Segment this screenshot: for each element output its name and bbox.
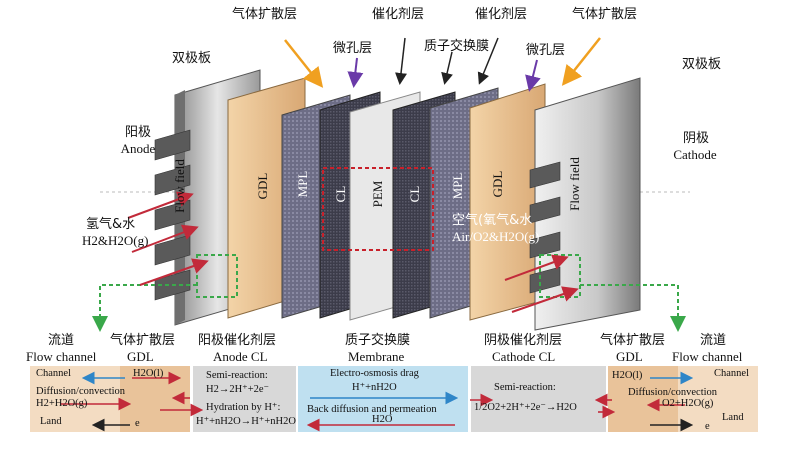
mem-hnh2o: H⁺+nH2O — [352, 382, 397, 393]
layer-pem: PEM — [370, 180, 385, 208]
layer-gdl-left: GDL — [255, 172, 270, 200]
hdr-cathode-cl-cn: 阴极催化剂层 — [484, 333, 563, 348]
rp-channel: Channel — [714, 368, 749, 379]
label-cathode-en: Cathode — [673, 147, 717, 162]
gdl-right-pointer — [561, 37, 601, 86]
lp-h2o-l: H2O(l) — [133, 368, 164, 379]
label-cl-top2: 催化剂层 — [475, 7, 528, 22]
ccl-semi: Semi-reaction: — [494, 382, 556, 393]
acl-semi: Semi-reaction: — [206, 370, 268, 381]
green-zoom-connectors — [92, 254, 686, 332]
layer-mpl-right: MPL — [450, 172, 465, 200]
hdr-membrane-cn: 质子交换膜 — [345, 333, 411, 348]
rp-land: Land — [722, 412, 744, 423]
lp-land: Land — [40, 416, 62, 427]
hdr-flow-left-cn: 流道 — [48, 333, 75, 348]
label-air-cn: 空气(氧气&水 — [452, 213, 533, 228]
label-anode-en: Anode — [120, 141, 156, 156]
label-h2-en: H2&H2O(g) — [82, 233, 149, 248]
right-gdl-area — [608, 366, 678, 432]
label-gdl-left: 气体扩散层 — [232, 7, 298, 22]
cl-pointer — [395, 37, 407, 85]
hdr-gdl-left-en: GDL — [127, 349, 154, 364]
hydrogen-inflow-arrows — [127, 191, 209, 286]
ccl-eq: 1/2O2+2H⁺+2e⁻→H2O — [474, 402, 577, 413]
rp-e: e — [705, 421, 710, 432]
mem-drag: Electro-osmosis drag — [330, 368, 419, 379]
gdl-left-pointer — [284, 39, 324, 88]
label-pem-top: 质子交换膜 — [424, 39, 490, 54]
mpl-right-pointer — [525, 59, 541, 92]
hdr-flow-right-en: Flow channel — [672, 349, 743, 364]
rp-h2o-l: H2O(l) — [612, 370, 643, 381]
hdr-gdl-right-cn: 气体扩散层 — [600, 333, 666, 348]
hdr-flow-right-cn: 流道 — [700, 333, 727, 348]
acl-hydration: Hydration by H⁺: — [206, 402, 281, 413]
label-h2-cn: 氢气&水 — [86, 217, 136, 232]
label-mpl-right: 微孔层 — [526, 43, 566, 58]
pem-pointer — [441, 51, 453, 85]
layer-mpl-left: MPL — [295, 170, 310, 198]
layer-flow-left: Flow field — [172, 159, 187, 213]
label-gdl-right: 气体扩散层 — [572, 7, 638, 22]
acl-eq2: H⁺+nH2O→H⁺+nH2O — [196, 416, 296, 427]
mpl-left-pointer — [347, 57, 364, 88]
bottom-flow-arrows — [60, 371, 694, 432]
hdr-membrane-en: Membrane — [348, 349, 405, 364]
left-channel-area — [30, 366, 120, 432]
label-air-en: Air/O2&H2O(g) — [452, 229, 540, 244]
acl-eq1: H2→2H⁺+2e⁻ — [206, 384, 270, 395]
right-bipolar-plate — [529, 77, 641, 331]
label-cathode-cn: 阴极 — [682, 131, 709, 146]
label-mpl-left: 微孔层 — [333, 41, 373, 56]
hdr-cathode-cl-en: Cathode CL — [492, 349, 556, 364]
layer-gdl-right: GDL — [490, 170, 505, 198]
layer-flow-right: Flow field — [567, 157, 582, 211]
rp-o2-h2o: O2+H2O(g) — [662, 398, 714, 409]
hdr-gdl-left-cn: 气体扩散层 — [110, 333, 176, 348]
lp-diffusion: Diffusion/convection — [36, 386, 126, 397]
cathode-cl-panel — [471, 366, 606, 432]
mem-back: Back diffusion and permeation — [307, 404, 437, 415]
lp-h2-h2o: H2+H2O(g) — [36, 398, 88, 409]
hdr-flow-left-en: Flow channel — [26, 349, 97, 364]
anode-cl-panel — [193, 366, 296, 432]
rp-diffusion: Diffusion/convection — [628, 387, 718, 398]
air-inflow-arrows — [504, 254, 579, 313]
label-bipolar-right: 双极板 — [682, 57, 722, 72]
hdr-gdl-right-en: GDL — [616, 349, 643, 364]
mem-h2o: H2O — [372, 414, 393, 425]
hdr-anode-cl-cn: 阳极催化剂层 — [198, 333, 277, 348]
layer-cl-left: CL — [333, 185, 348, 203]
label-anode-cn: 阳极 — [124, 125, 151, 140]
label-cl-top: 催化剂层 — [372, 7, 425, 22]
lp-e: e — [135, 418, 140, 429]
membrane-panel — [298, 366, 468, 432]
hdr-anode-cl-en: Anode CL — [213, 349, 268, 364]
layer-cl-right: CL — [407, 185, 422, 203]
cl2-pointer — [477, 37, 499, 85]
lp-channel: Channel — [36, 368, 71, 379]
mea-highlight-box — [322, 167, 434, 251]
label-bipolar-left: 双极板 — [172, 51, 212, 66]
